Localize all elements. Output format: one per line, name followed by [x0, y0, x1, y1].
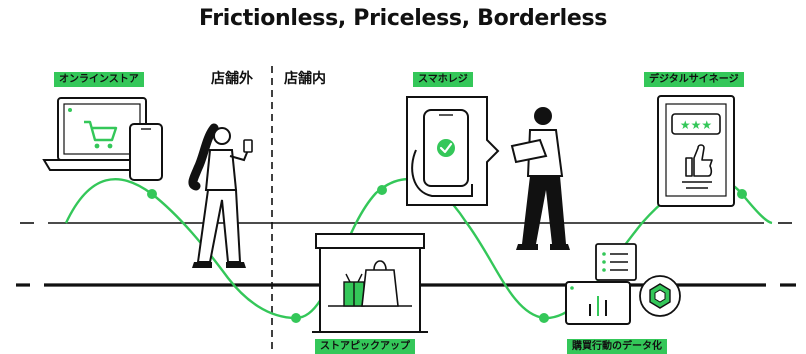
thumbs-up-icon [685, 144, 713, 177]
zone-label-outside: 店舗外 [211, 71, 253, 87]
man-with-tablet-figure [510, 107, 570, 250]
label-behavior-data: 購買行動のデータ化 [567, 339, 667, 354]
journey-node-1 [147, 189, 157, 199]
smartphone-icon [129, 123, 163, 181]
journey-node-3 [377, 185, 387, 195]
svg-text:★★★: ★★★ [680, 118, 712, 132]
list-icon [595, 243, 637, 281]
bar-chart-icon [565, 281, 631, 325]
shopping-bag-icon [361, 260, 399, 307]
label-store-pickup: ストアピックアップ [315, 339, 415, 354]
woman-with-phone-figure [188, 123, 253, 268]
label-smart-register: スマホレジ [413, 72, 473, 87]
three-stars-icon: ★★★ [671, 113, 721, 135]
hexagon-data-icon [639, 275, 681, 317]
label-digital-signage: デジタルサイネージ [644, 72, 744, 87]
journey-node-2 [291, 313, 301, 323]
page-title: Frictionless, Priceless, Borderless [198, 6, 608, 31]
label-online-store: オンラインストア [54, 72, 144, 87]
checkmark-icon [437, 139, 455, 157]
zone-label-inside: 店舗内 [284, 71, 326, 87]
journey-node-5 [737, 189, 747, 199]
cart-icon [84, 120, 118, 149]
journey-node-4 [539, 313, 549, 323]
